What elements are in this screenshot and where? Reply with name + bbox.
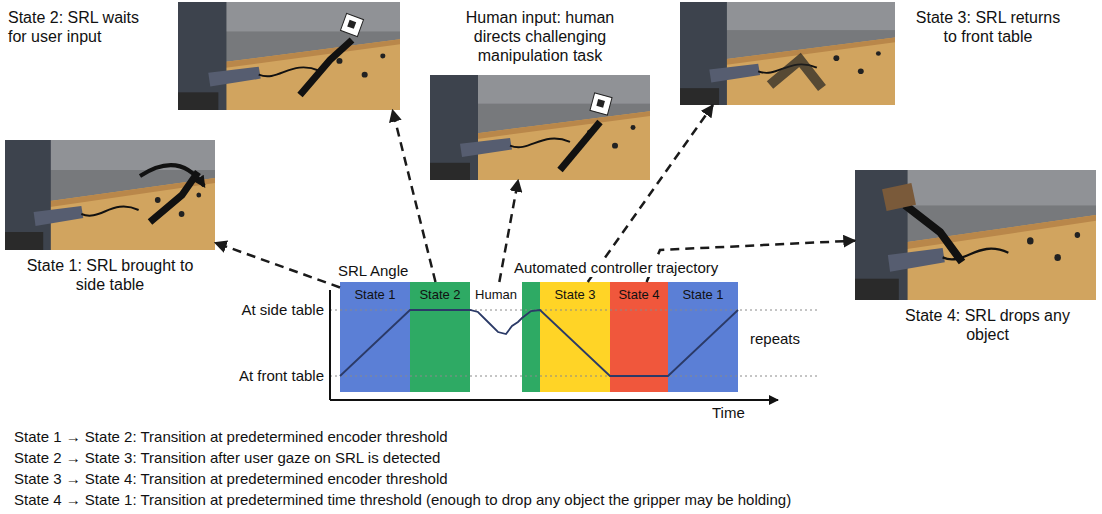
chart-note: Automated controller trajectory [512, 259, 720, 277]
band-fills [340, 282, 738, 392]
state-label: State 2 [419, 287, 460, 303]
motion-arrow [140, 165, 204, 186]
text-holder: Human input: human directs challenging m… [447, 8, 633, 66]
photo-panel: State 2: SRL waits for user input [178, 2, 400, 110]
photo-panel: Human input: human directs challenging m… [430, 75, 650, 180]
dashed-pointer [215, 243, 340, 288]
held-object [882, 183, 916, 211]
photo-panel: State 3: SRL returns to front table [680, 2, 895, 105]
label-holder: State 4 → State 1: Transition at predete… [12, 491, 793, 509]
text-holder: State 1 [668, 285, 738, 303]
axis-title: SRL Angle [336, 262, 410, 280]
photo-caption: Human input: human directs challenging m… [447, 8, 633, 66]
photo [178, 2, 400, 110]
level-line [330, 310, 820, 311]
label-holder: Automated controller trajectory [512, 259, 720, 277]
level-label: At front table [237, 367, 326, 385]
state-label: State 3 [554, 287, 595, 303]
label-holder: State 2 → State 3: Transition after user… [12, 449, 442, 467]
dashed-pointer [588, 105, 713, 282]
photo [430, 75, 650, 180]
photo-caption: State 3: SRL returns to front table [908, 8, 1068, 46]
robot-arm [300, 40, 352, 95]
state-label: Human [475, 287, 517, 303]
photo-caption: State 1: SRL brought to side table [25, 256, 195, 294]
text-holder: State 2: SRL waits for user input [8, 8, 158, 46]
state-band: State 4 [610, 282, 668, 392]
robot-arm-blurred [770, 60, 822, 88]
angle-axis [329, 290, 331, 400]
state-band: State 1 [340, 282, 410, 392]
photo [855, 170, 1096, 300]
state-band: State 3 [540, 282, 610, 392]
robot-arm [905, 205, 962, 262]
state-band: State 1 [668, 282, 738, 392]
label-holder: At side table [180, 301, 326, 319]
fiducial-marker [340, 13, 363, 36]
state-label: State 1 [354, 287, 395, 303]
text-holder: State 4 [610, 285, 668, 303]
state-band: Human [470, 282, 522, 392]
level-line [330, 376, 820, 377]
text-holder: State 1 [340, 285, 410, 303]
label-holder: At front table [180, 367, 326, 385]
dashed-pointer [393, 110, 436, 282]
transition-note: State 1 → State 2: Transition at predete… [12, 428, 450, 446]
label-holder: State 1 → State 2: Transition at predete… [12, 428, 450, 446]
state-band: State 2 [410, 282, 470, 392]
label-holder: SRL Angle [336, 262, 410, 280]
label-holder: State 3 → State 4: Transition at predete… [12, 470, 450, 488]
text-holder: State 3 [540, 285, 610, 303]
text-holder: State 1: SRL brought to side table [25, 256, 195, 294]
robot-arm [560, 122, 600, 170]
axis-title: Time [710, 404, 747, 422]
photo-panel: State 4: SRL drops any object [855, 170, 1096, 300]
state-band-fill [668, 282, 738, 392]
text-holder: Human [470, 285, 522, 303]
photo-panel: State 1: SRL brought to side table [5, 140, 215, 250]
level-label: At side table [239, 301, 326, 319]
transition-note: State 2 → State 3: Transition after user… [12, 449, 442, 467]
text-holder: State 2 [410, 285, 470, 303]
connectors [215, 105, 855, 287]
photo [680, 2, 895, 105]
state-label: State 4 [618, 287, 659, 303]
time-axis [330, 399, 778, 401]
robot-arm [150, 172, 198, 222]
fiducial-marker [590, 93, 612, 115]
chart-note: repeats [748, 330, 802, 348]
fiducial-pattern [596, 99, 605, 108]
state-label: State 1 [682, 287, 723, 303]
label-holder: Time [710, 404, 747, 422]
fiducial-pattern [347, 20, 356, 29]
transition-note: State 3 → State 4: Transition at predete… [12, 470, 450, 488]
trajectory [340, 310, 738, 376]
photo-caption: State 4: SRL drops any object [905, 306, 1070, 344]
photo-caption: State 2: SRL waits for user input [8, 8, 158, 46]
text-holder: State 3: SRL returns to front table [908, 8, 1068, 46]
label-holder: repeats [748, 330, 802, 348]
text-holder: State 4: SRL drops any object [905, 306, 1070, 344]
photo [5, 140, 215, 250]
transition-note: State 4 → State 1: Transition at predete… [12, 491, 793, 509]
